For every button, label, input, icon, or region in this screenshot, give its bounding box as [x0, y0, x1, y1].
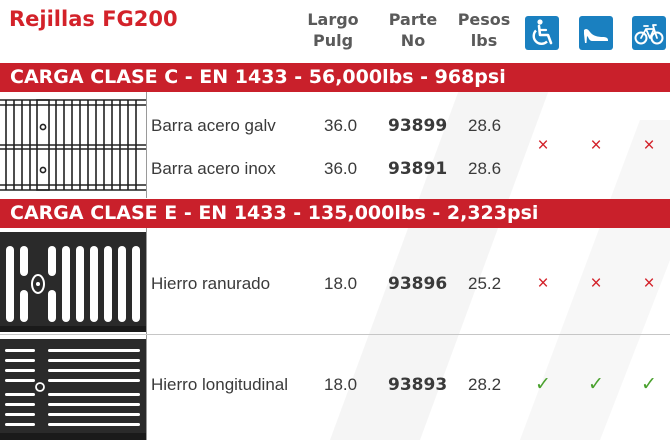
pesos-value: 28.2	[468, 375, 502, 394]
pesos-value: 28.6	[468, 159, 502, 178]
image-divider	[146, 228, 147, 334]
wheelchair-icon	[525, 16, 559, 50]
image-divider	[146, 92, 147, 198]
table-header: Rejillas FG200 Largo Pulg Parte No Pesos…	[0, 0, 670, 63]
heel-suitable-check: ✓	[588, 374, 604, 395]
product-name: Barra acero inox	[151, 159, 276, 178]
class-c-group: Barra acero galv 36.0 93899 28.6 Barra a…	[0, 92, 670, 198]
class-e-row-longitudinal: Hierro longitudinal 18.0 93893 28.2 ✓ ✓ …	[0, 335, 670, 440]
heel-not-suitable-mark: ×	[590, 135, 602, 156]
page-title: Rejillas FG200	[9, 7, 178, 31]
column-header-parte-line2: No	[400, 31, 426, 50]
column-header-pesos-line2: lbs	[470, 31, 498, 50]
high-heel-icon	[579, 16, 613, 50]
largo-value: 18.0	[324, 274, 358, 293]
largo-value: 36.0	[324, 116, 358, 135]
pesos-value: 25.2	[468, 274, 502, 293]
product-name: Hierro longitudinal	[151, 375, 289, 394]
part-number: 93896	[388, 274, 448, 294]
class-e-row-ranurado: Hierro ranurado 18.0 93896 25.2 × × ×	[0, 228, 670, 334]
column-header-pesos: Pesos lbs	[451, 9, 517, 51]
load-class-c-label: CARGA CLASE C - EN 1433 - 56,000lbs - 96…	[10, 66, 506, 88]
product-name: Hierro ranurado	[151, 274, 271, 293]
wheelchair-not-suitable-mark: ×	[537, 273, 549, 294]
load-class-e-band: CARGA CLASE E - EN 1433 - 135,000lbs - 2…	[0, 199, 670, 228]
longitudinal-iron-grate-image	[0, 335, 146, 440]
column-header-parte: Parte No	[380, 9, 446, 51]
bicycle-not-suitable-mark: ×	[643, 273, 655, 294]
load-class-e-label: CARGA CLASE E - EN 1433 - 135,000lbs - 2…	[10, 202, 539, 224]
column-header-largo: Largo Pulg	[300, 9, 366, 51]
part-number: 93899	[388, 116, 448, 136]
wheelchair-not-suitable-mark: ×	[537, 135, 549, 156]
column-header-largo-line1: Largo	[307, 10, 359, 29]
heel-not-suitable-mark: ×	[590, 273, 602, 294]
wheelchair-suitable-check: ✓	[535, 374, 551, 395]
pesos-value: 28.6	[468, 116, 502, 135]
product-name: Barra acero galv	[151, 116, 276, 135]
column-header-largo-line2: Pulg	[312, 31, 354, 50]
image-divider	[146, 335, 147, 440]
bicycle-suitable-check: ✓	[641, 374, 657, 395]
bicycle-icon	[632, 16, 666, 50]
part-number: 93891	[388, 159, 448, 179]
bicycle-not-suitable-mark: ×	[643, 135, 655, 156]
row-divider	[0, 334, 670, 335]
largo-value: 18.0	[324, 375, 358, 394]
part-number: 93893	[388, 375, 448, 395]
column-header-pesos-line1: Pesos	[457, 10, 511, 29]
load-class-c-band: CARGA CLASE C - EN 1433 - 56,000lbs - 96…	[0, 63, 670, 92]
largo-value: 36.0	[324, 159, 358, 178]
slotted-iron-grate-image	[0, 228, 146, 334]
steel-bar-grate-image	[0, 92, 146, 198]
column-header-parte-line1: Parte	[388, 10, 438, 29]
